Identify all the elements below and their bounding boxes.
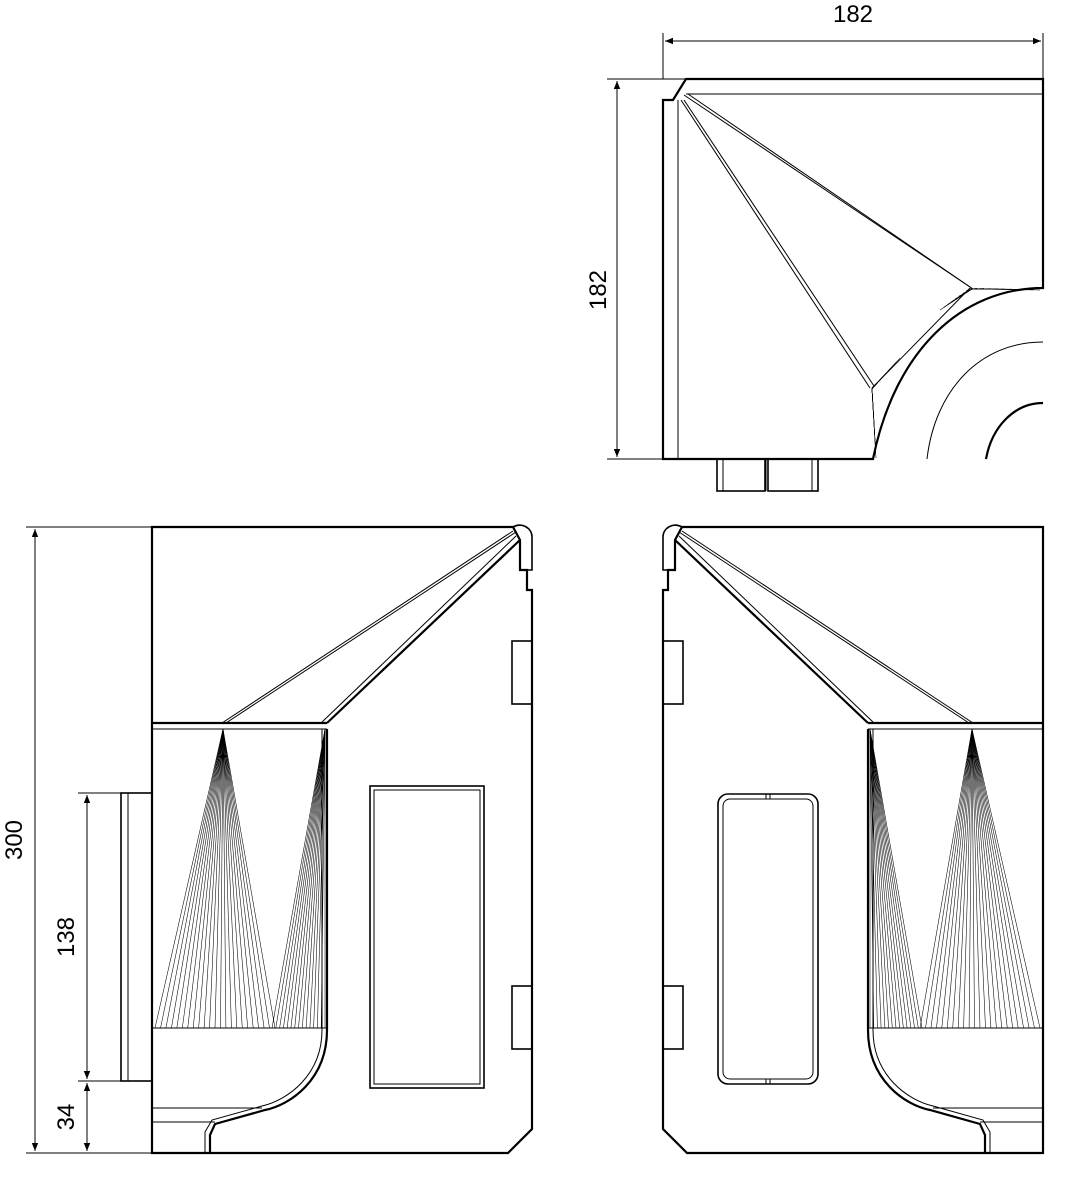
hatch-line [869, 728, 889, 1029]
hatch-line [869, 728, 915, 1029]
hatch-line [198, 728, 224, 1029]
left-front-view: 300 138 34 [1, 524, 534, 1155]
hatch-line [869, 728, 912, 1029]
hatch-line [154, 728, 224, 1029]
hatch-line [869, 728, 900, 1029]
hatch-line [971, 728, 1030, 1029]
hatch-line [222, 728, 243, 1029]
hatch-line [925, 728, 973, 1029]
hatch-line [283, 728, 326, 1029]
hatch-line [930, 728, 973, 1029]
hatch-line [936, 728, 973, 1029]
right-view-fan-1 [869, 728, 923, 1029]
hatch-line [869, 728, 886, 1029]
hatch-line [957, 728, 973, 1029]
hatch-line [971, 728, 981, 1029]
hatch-line [947, 728, 973, 1029]
hatch-line [869, 728, 923, 1029]
hatch-line [871, 357, 901, 390]
hatch-line [919, 728, 973, 1029]
top-corner-fan-upper [939, 287, 1041, 311]
hatch-line [298, 728, 326, 1029]
hatch-line [939, 288, 973, 311]
hatch-line [222, 728, 259, 1029]
hatch-line [869, 728, 874, 1029]
top-view: 182 182 [585, 1, 1045, 492]
hatch-line [182, 728, 224, 1029]
hatch-line [222, 728, 238, 1029]
hatch-line [160, 728, 224, 1029]
hatch-line [971, 728, 1035, 1029]
hatch-line [320, 728, 326, 1029]
hatch-line [971, 728, 975, 1029]
dim-top-width: 182 [833, 1, 873, 28]
hatch-line [317, 728, 326, 1029]
hatch-line [222, 728, 254, 1029]
hatch-line [220, 728, 224, 1029]
hatch-line [869, 728, 919, 1029]
dim-top-height: 182 [585, 270, 612, 310]
hatch-line [309, 728, 326, 1029]
hatch-line [869, 728, 893, 1029]
hatch-line [971, 288, 1041, 291]
hatch-line [192, 728, 224, 1029]
hatch-line [971, 728, 1024, 1029]
hatch-line [222, 728, 227, 1029]
hatch-line [271, 728, 326, 1029]
hatch-line [302, 728, 326, 1029]
hatch-line [971, 728, 1041, 1029]
hatch-line [214, 728, 224, 1029]
hatch-line [313, 728, 326, 1029]
hatch-line [871, 388, 877, 459]
hatch-line [968, 728, 973, 1029]
hatch-line [203, 728, 224, 1029]
hatch-line [290, 728, 326, 1029]
hatch-line [971, 728, 1019, 1029]
hatch-line [286, 728, 326, 1029]
hatch-line [952, 728, 973, 1029]
dim-total-height: 300 [1, 820, 28, 860]
hatch-line [275, 728, 326, 1029]
hatch-line [176, 728, 224, 1029]
hatch-line [869, 728, 878, 1029]
hatch-line [222, 728, 265, 1029]
hatch-line [294, 728, 326, 1029]
hatch-line [171, 728, 224, 1029]
hatch-line [869, 728, 908, 1029]
dim-base-offset: 34 [53, 1104, 80, 1131]
hatch-line [869, 728, 904, 1029]
right-front-view [661, 524, 1045, 1155]
hatch-line [222, 728, 270, 1029]
hatch-line [187, 728, 224, 1029]
hatch-line [165, 728, 224, 1029]
hatch-line [941, 728, 973, 1029]
hatch-line [963, 728, 973, 1029]
hatch-line [222, 728, 232, 1029]
hatch-line [971, 728, 1013, 1029]
hatch-line [222, 728, 248, 1029]
hatch-line [279, 728, 326, 1029]
hatch-line [971, 728, 992, 1029]
hatch-line [209, 728, 224, 1029]
top-corner-fan-lower [871, 357, 901, 459]
hatch-line [971, 728, 1003, 1029]
hatch-line [222, 728, 276, 1029]
right-view-fan-2 [919, 728, 1041, 1029]
hatch-line [869, 728, 897, 1029]
hatch-line [971, 728, 997, 1029]
hatch-line [971, 728, 1008, 1029]
hatch-line [971, 728, 986, 1029]
dim-opening-height: 138 [53, 917, 80, 957]
left-view-fan-1 [154, 728, 276, 1029]
left-view-fan-2 [271, 728, 326, 1029]
hatch-line [305, 728, 326, 1029]
hatch-line [869, 728, 882, 1029]
